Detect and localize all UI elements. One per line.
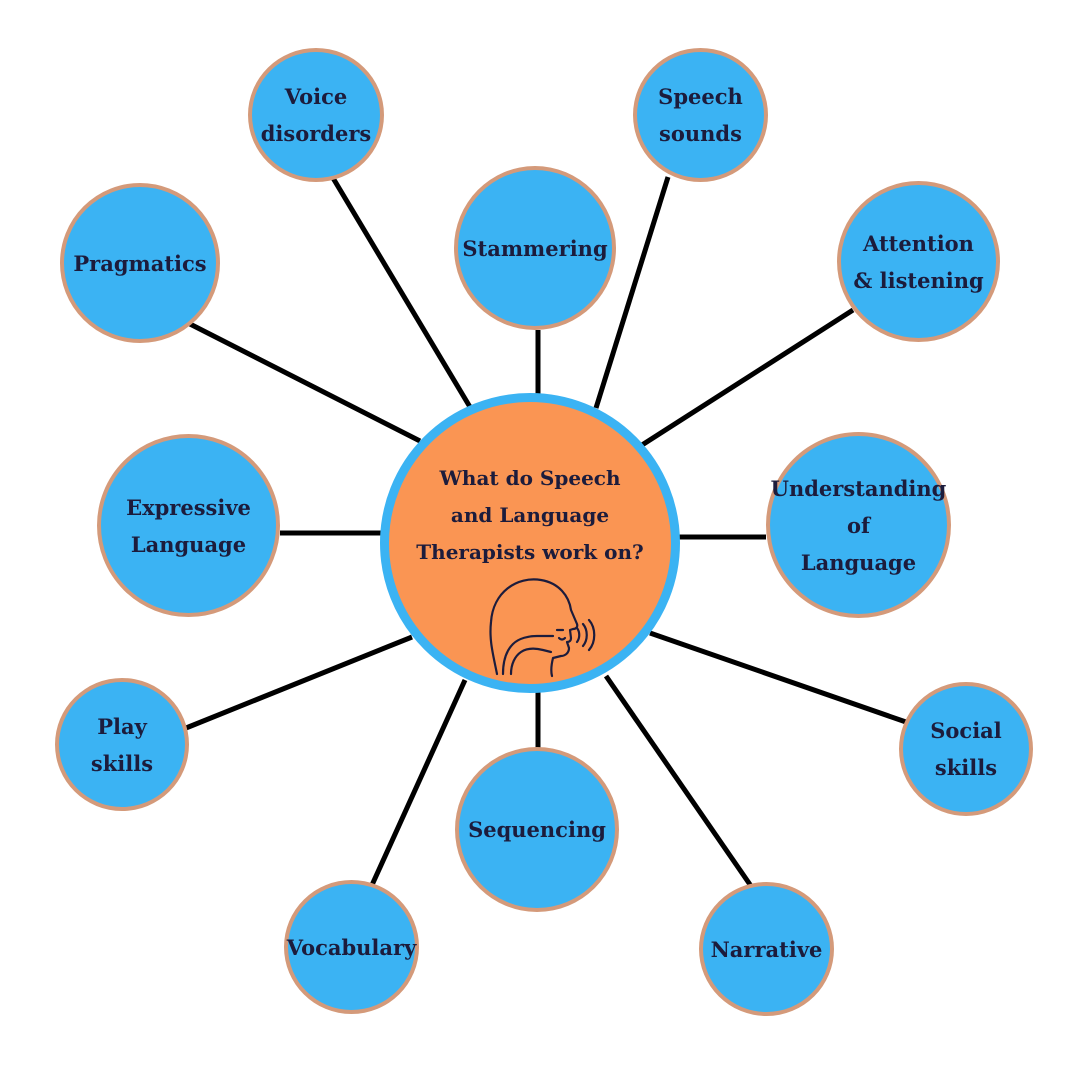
node-narrative: Narrative xyxy=(699,882,834,1016)
topic-label: Speech sounds xyxy=(658,84,743,146)
topic-label: Attention & listening xyxy=(853,230,984,293)
topic-label: Social skills xyxy=(930,718,1002,780)
connector-vocabulary xyxy=(369,678,468,887)
node-voice-disorders: Voice disorders xyxy=(248,48,384,182)
central-hub: What do Speech and Language Therapists w… xyxy=(380,393,680,693)
topic-label: Understanding of Language xyxy=(770,475,947,575)
node-sequencing: Sequencing xyxy=(455,747,619,912)
topic-label: Pragmatics xyxy=(73,250,207,276)
topic-label: Narrative xyxy=(710,936,823,962)
connector-social-skills xyxy=(649,630,907,725)
topic-label: Stammering xyxy=(462,235,608,261)
node-stammering: Stammering xyxy=(454,166,616,330)
node-social-skills: Social skills xyxy=(899,682,1033,816)
node-understanding-of-language: Understanding of Language xyxy=(766,432,951,618)
topic-label: Expressive Language xyxy=(126,494,251,557)
topic-label: Sequencing xyxy=(468,817,606,842)
topic-label: Voice disorders xyxy=(260,84,372,146)
connector-play-skills xyxy=(185,634,413,731)
node-attention-listening: Attention & listening xyxy=(837,181,1000,342)
connector-attention-listening xyxy=(640,307,855,448)
node-speech-sounds: Speech sounds xyxy=(633,48,768,182)
node-pragmatics: Pragmatics xyxy=(60,183,220,343)
connector-pragmatics xyxy=(188,321,422,444)
connector-speech-sounds xyxy=(593,176,671,409)
connector-narrative xyxy=(603,674,754,888)
topic-label: Play skills xyxy=(90,713,154,776)
node-play-skills: Play skills xyxy=(55,678,189,811)
node-vocabulary: Vocabulary xyxy=(284,880,419,1014)
topic-label: Vocabulary xyxy=(286,934,417,960)
node-expressive-language: Expressive Language xyxy=(97,434,280,617)
hub-title: What do Speech and Language Therapists w… xyxy=(416,466,644,564)
head-speaking-icon xyxy=(489,578,596,678)
connector-voice-disorders xyxy=(330,176,473,409)
